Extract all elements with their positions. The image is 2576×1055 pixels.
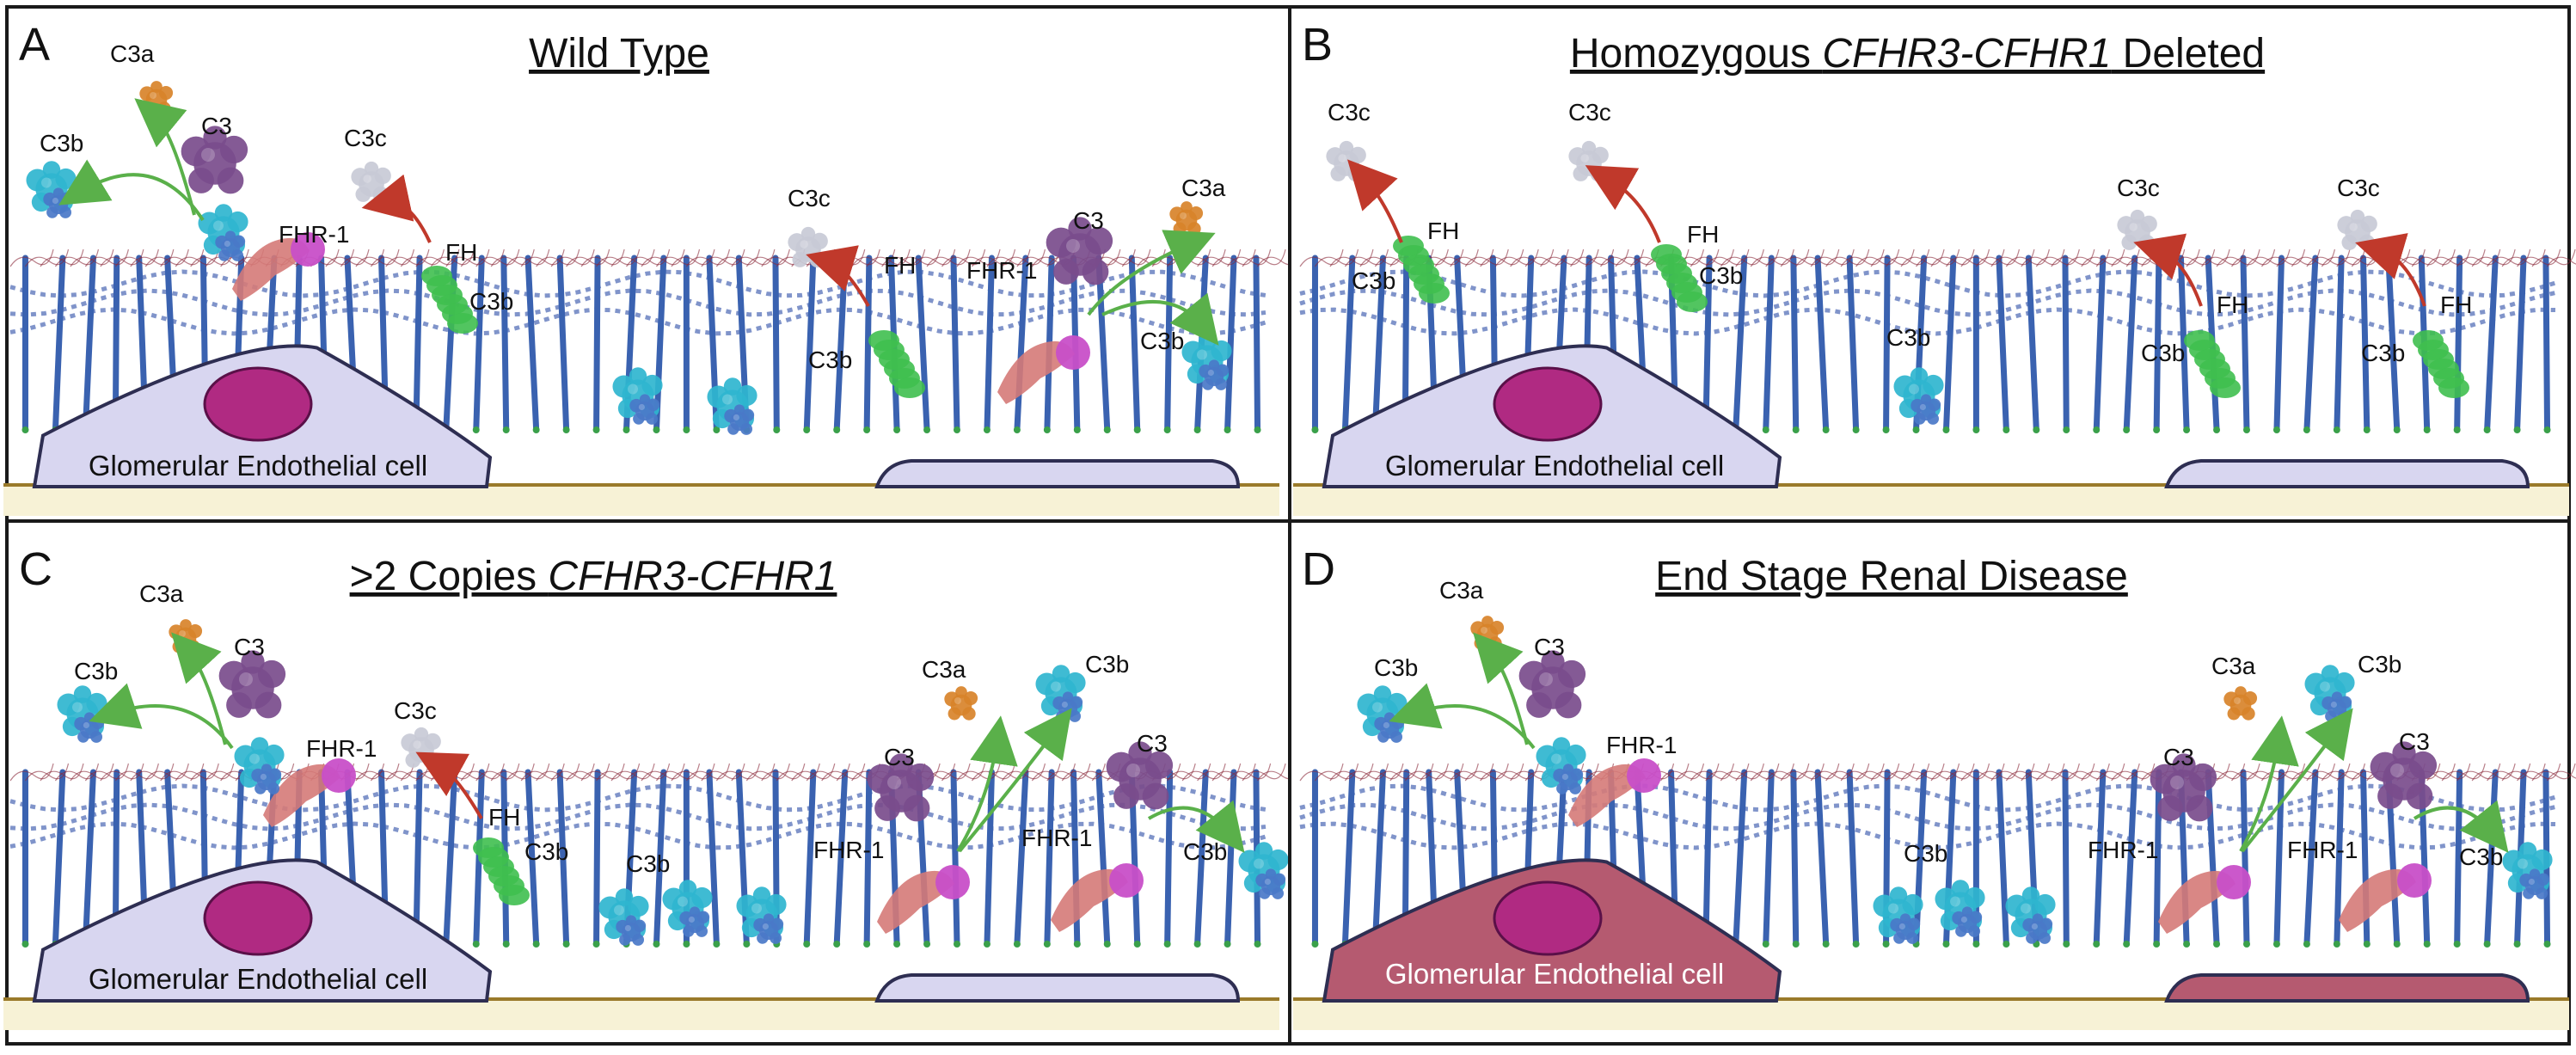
label-c3-right: C3: [1073, 207, 1104, 234]
label-c3b-mid: C3b: [1886, 324, 1930, 351]
label-c3-right-2: C3: [1137, 730, 1168, 757]
label-c3b-fh: C3b: [524, 838, 568, 865]
label-c3b-right: C3b: [1140, 328, 1184, 354]
nucleus: [205, 368, 311, 440]
panel-title: End Stage Renal Disease: [1655, 554, 2128, 599]
label-c3a-right: C3a: [2211, 653, 2256, 679]
label-c3b: C3b: [2361, 340, 2405, 366]
nucleus: [205, 882, 311, 954]
label-c3b-right-top: C3b: [1085, 651, 1129, 678]
panel-b: B Homozygous CFHR3-CFHR1 DeletedGlomerula…: [1290, 7, 2576, 521]
label-fhr1-right: FHR-1: [1021, 825, 1092, 851]
label-fh: FH: [445, 239, 477, 266]
flat-endothelial-cell: [2167, 461, 2528, 487]
label-c3b: C3b: [1352, 267, 1395, 294]
label-c3a-right: C3a: [1181, 175, 1226, 201]
label-fh-right: FH: [884, 252, 916, 279]
label-c3a: C3a: [110, 40, 155, 67]
label-c3c: C3c: [344, 125, 387, 151]
label-c3b: C3b: [1699, 262, 1743, 289]
panel-letter: B: [1302, 19, 1333, 71]
panel-letter: C: [19, 543, 52, 595]
label-c3: C3: [234, 634, 265, 660]
label-fh: FH: [2217, 291, 2248, 318]
label-c3-right: C3: [2163, 744, 2194, 770]
label-c3b-fh: C3b: [469, 288, 513, 315]
label-c3-right: C3: [884, 744, 915, 770]
basement-membrane: [3, 485, 1279, 516]
label-c3b: C3b: [74, 658, 118, 684]
title-prefix: >2 Copies: [350, 554, 549, 599]
label-c3b-right: C3b: [2459, 843, 2503, 870]
label-c3b: C3b: [2141, 340, 2185, 366]
label-c3b: C3b: [1374, 654, 1418, 681]
label-c3c: C3c: [1328, 99, 1371, 126]
label-c3a-right: C3a: [922, 656, 966, 683]
basement-membrane: [3, 999, 1279, 1030]
flat-endothelial-cell: [2167, 975, 2528, 1001]
panel-title: Homozygous CFHR3-CFHR1 Deleted: [1570, 31, 2265, 77]
label-c3b-mid: C3b: [626, 850, 670, 877]
panel-letter: A: [19, 19, 50, 71]
label-c3c-right: C3c: [788, 185, 831, 212]
label-fh: FH: [1687, 221, 1719, 248]
title-suffix: Deleted: [2111, 31, 2265, 77]
basement-membrane: [1293, 485, 2569, 516]
title-gene: CFHR3-CFHR1: [548, 554, 837, 599]
label-c3b-mid: C3b: [1904, 840, 1947, 867]
nucleus: [1494, 368, 1601, 440]
label-c3b-right-top: C3b: [2358, 651, 2401, 678]
label-fhr1: FHR-1: [279, 221, 349, 248]
label-c3b: C3b: [40, 130, 83, 156]
title-prefix: Homozygous: [1570, 31, 1822, 77]
label-c3-right-2: C3: [2399, 728, 2430, 755]
label-fh: FH: [2440, 291, 2472, 318]
label-fhr1-right: FHR-1: [813, 837, 884, 863]
label-fh: FH: [1427, 218, 1459, 244]
label-c3b-right: C3b: [1183, 838, 1227, 865]
panel-title: >2 Copies CFHR3-CFHR1: [350, 554, 837, 599]
label-c3b-fh-right: C3b: [808, 347, 852, 373]
flat-endothelial-cell: [877, 975, 1238, 1001]
label-c3c: C3c: [394, 697, 437, 724]
cell-label: Glomerular Endothelial cell: [1385, 958, 1724, 990]
label-fhr1: FHR-1: [306, 735, 377, 762]
cell-label: Glomerular Endothelial cell: [89, 450, 427, 481]
label-fh: FH: [488, 804, 520, 831]
label-fhr1-right: FHR-1: [2287, 837, 2358, 863]
label-c3: C3: [1534, 634, 1565, 660]
cell-label: Glomerular Endothelial cell: [89, 963, 427, 995]
label-c3c: C3c: [2337, 175, 2380, 201]
label-c3c: C3c: [2117, 175, 2160, 201]
label-fhr1-right: FHR-1: [2088, 837, 2158, 863]
label-c3a: C3a: [139, 580, 184, 607]
panel-title: Wild Type: [529, 31, 709, 77]
basement-membrane: [1293, 999, 2569, 1030]
panel-letter: D: [1302, 543, 1335, 595]
nucleus: [1494, 882, 1601, 954]
label-c3: C3: [201, 113, 232, 139]
label-fhr1-right: FHR-1: [966, 257, 1037, 284]
label-c3c: C3c: [1568, 99, 1611, 126]
cell-label: Glomerular Endothelial cell: [1385, 450, 1724, 481]
label-c3a: C3a: [1439, 577, 1484, 604]
label-fhr1: FHR-1: [1606, 732, 1677, 758]
flat-endothelial-cell: [877, 461, 1238, 487]
title-gene: CFHR3-CFHR1: [1822, 31, 2111, 77]
